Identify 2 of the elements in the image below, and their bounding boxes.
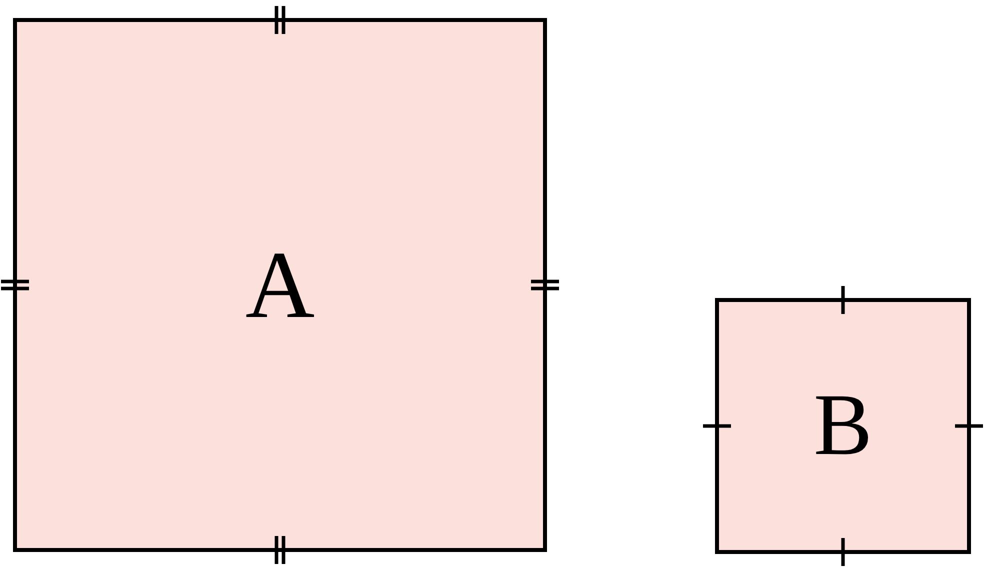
shape-label: A [245, 237, 315, 333]
shape-label: B [814, 382, 872, 470]
